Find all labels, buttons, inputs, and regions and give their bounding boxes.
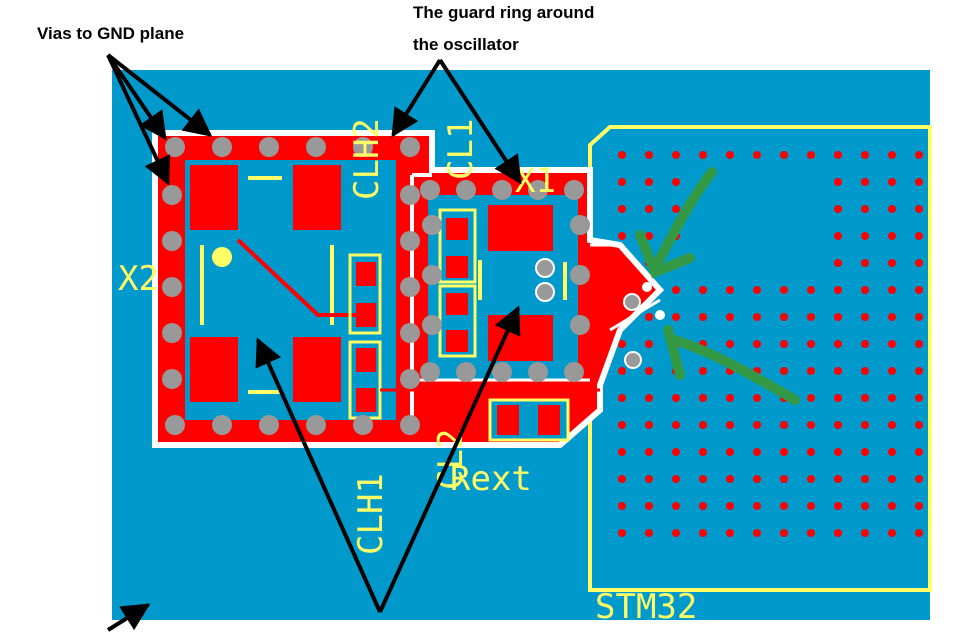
gnd-via bbox=[400, 137, 420, 157]
gnd-via bbox=[212, 415, 232, 435]
gnd-via bbox=[259, 415, 279, 435]
gnd-via bbox=[162, 277, 182, 297]
gnd-via bbox=[564, 180, 584, 200]
gnd-via bbox=[259, 137, 279, 157]
gnd-via bbox=[400, 185, 420, 205]
gnd-via bbox=[422, 315, 442, 335]
gnd-vias bbox=[162, 137, 590, 435]
gnd-via bbox=[162, 323, 182, 343]
gnd-via bbox=[165, 415, 185, 435]
gnd-via bbox=[456, 180, 476, 200]
gnd-via bbox=[492, 362, 512, 382]
x2-crystal bbox=[190, 165, 360, 402]
gnd-via bbox=[492, 180, 512, 200]
gnd-via bbox=[420, 180, 440, 200]
signal-traces bbox=[380, 243, 662, 392]
stm32-area bbox=[588, 125, 932, 592]
label-rext: Rext bbox=[450, 459, 532, 499]
rext-resistor bbox=[488, 398, 570, 442]
gnd-via bbox=[306, 415, 326, 435]
label-clh2: CLH2 bbox=[347, 118, 387, 200]
gnd-via bbox=[422, 265, 442, 285]
gnd-via bbox=[570, 215, 590, 235]
label-x2: X2 bbox=[118, 259, 159, 299]
gnd-via bbox=[306, 137, 326, 157]
gnd-via bbox=[528, 362, 548, 382]
annotation-arrows bbox=[106, 53, 522, 632]
stm32-pad-grid bbox=[618, 151, 923, 537]
gnd-via bbox=[400, 415, 420, 435]
gnd-via bbox=[162, 231, 182, 251]
signal-vias bbox=[535, 258, 665, 369]
gnd-via bbox=[400, 369, 420, 389]
gnd-via bbox=[400, 231, 420, 251]
gnd-via bbox=[528, 180, 548, 200]
annotation-vias: Vias to GND plane bbox=[37, 24, 184, 43]
gnd-via bbox=[162, 185, 182, 205]
label-stm32: STM32 bbox=[595, 587, 697, 627]
label-x1: X1 bbox=[515, 161, 556, 201]
gnd-via bbox=[570, 265, 590, 285]
label-cl1: CL1 bbox=[441, 119, 481, 180]
gnd-via bbox=[353, 137, 373, 157]
gnd-via bbox=[162, 369, 182, 389]
label-clh1: CLH1 bbox=[351, 473, 391, 555]
gnd-via bbox=[400, 323, 420, 343]
gnd-via bbox=[400, 277, 420, 297]
gnd-via bbox=[420, 362, 440, 382]
gnd-via bbox=[165, 137, 185, 157]
gnd-via bbox=[570, 315, 590, 335]
gnd-via bbox=[422, 215, 442, 235]
gnd-via bbox=[353, 415, 373, 435]
gnd-via bbox=[212, 137, 232, 157]
highlight-arrows bbox=[635, 167, 800, 405]
annotation-guard-line1: The guard ring around bbox=[413, 3, 594, 22]
annotation-guard-line2: the oscillator bbox=[413, 35, 519, 54]
gnd-via bbox=[456, 362, 476, 382]
gnd-via bbox=[564, 362, 584, 382]
